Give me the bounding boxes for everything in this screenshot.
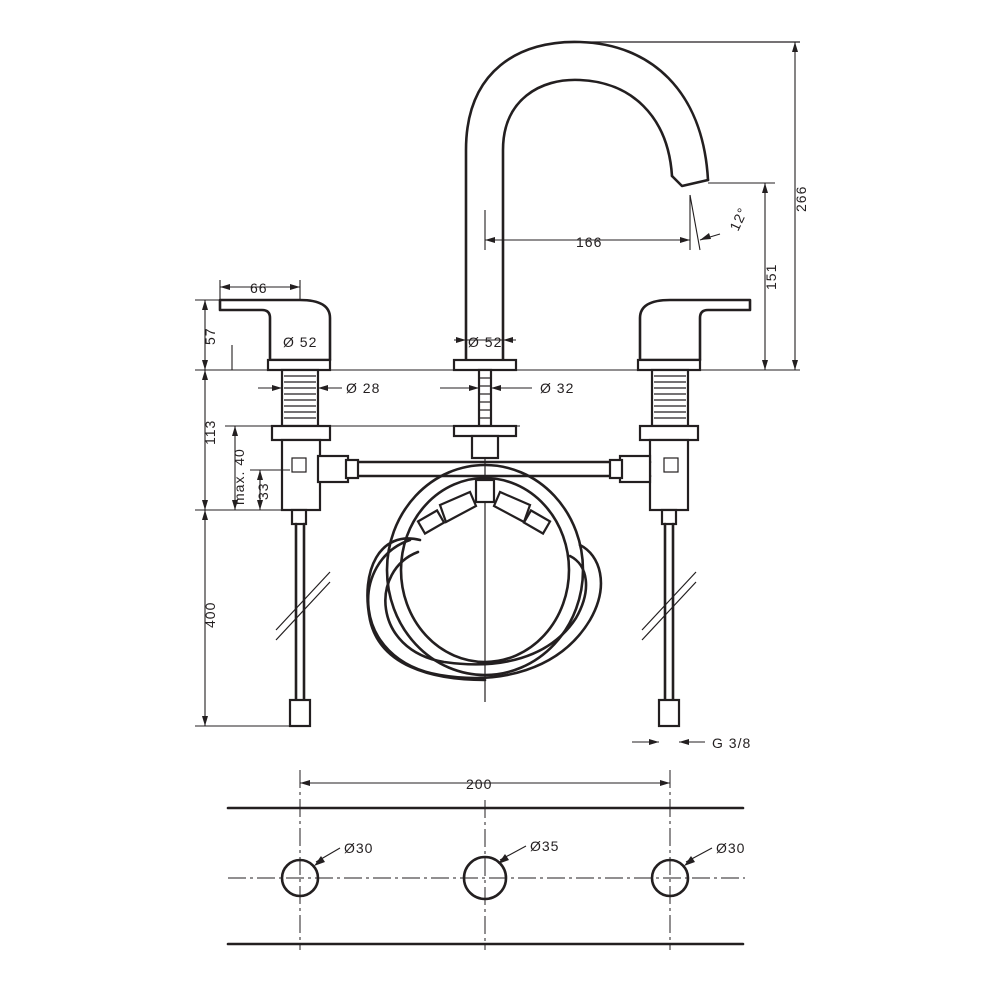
base-dia-center-label: Ø 52 [468, 334, 502, 350]
hole-right [650, 858, 690, 898]
base-dia-left-label: Ø 52 [283, 334, 317, 350]
spout-angle-label: 12° [726, 205, 751, 234]
mount-max-label: max. 40 [231, 448, 247, 505]
hose-length-label: 400 [202, 602, 218, 628]
spout [464, 40, 800, 370]
hole-center-label: Ø35 [530, 838, 559, 854]
handle-height-label: 57 [202, 327, 218, 345]
connection-hoses [316, 454, 652, 682]
spout-shank-thread [479, 377, 491, 419]
hole-left-label: Ø30 [344, 840, 373, 856]
handle-width-label: 66 [250, 280, 268, 296]
spout-reach-label: 166 [576, 234, 602, 250]
total-height-label: 266 [793, 186, 809, 212]
thread-label: G 3/8 [712, 735, 751, 751]
outlet-height-label: 151 [763, 264, 779, 290]
left-shank-thread [284, 375, 316, 419]
shank-dia-left-label: Ø 28 [346, 380, 380, 396]
dimension-lines [195, 42, 800, 786]
hole-spacing-label: 200 [466, 776, 492, 792]
mount-33-label: 33 [255, 482, 271, 500]
right-handle-valve [636, 298, 752, 728]
mount-depth-label: 113 [202, 420, 218, 445]
left-handle-valve [218, 298, 332, 728]
hole-center [462, 855, 508, 901]
plan-view [226, 806, 745, 946]
right-shank-thread [654, 375, 686, 419]
hole-left [280, 858, 320, 898]
shank-dia-center-label: Ø 32 [540, 380, 574, 396]
hole-right-label: Ø30 [716, 840, 745, 856]
spout-base [452, 358, 518, 702]
